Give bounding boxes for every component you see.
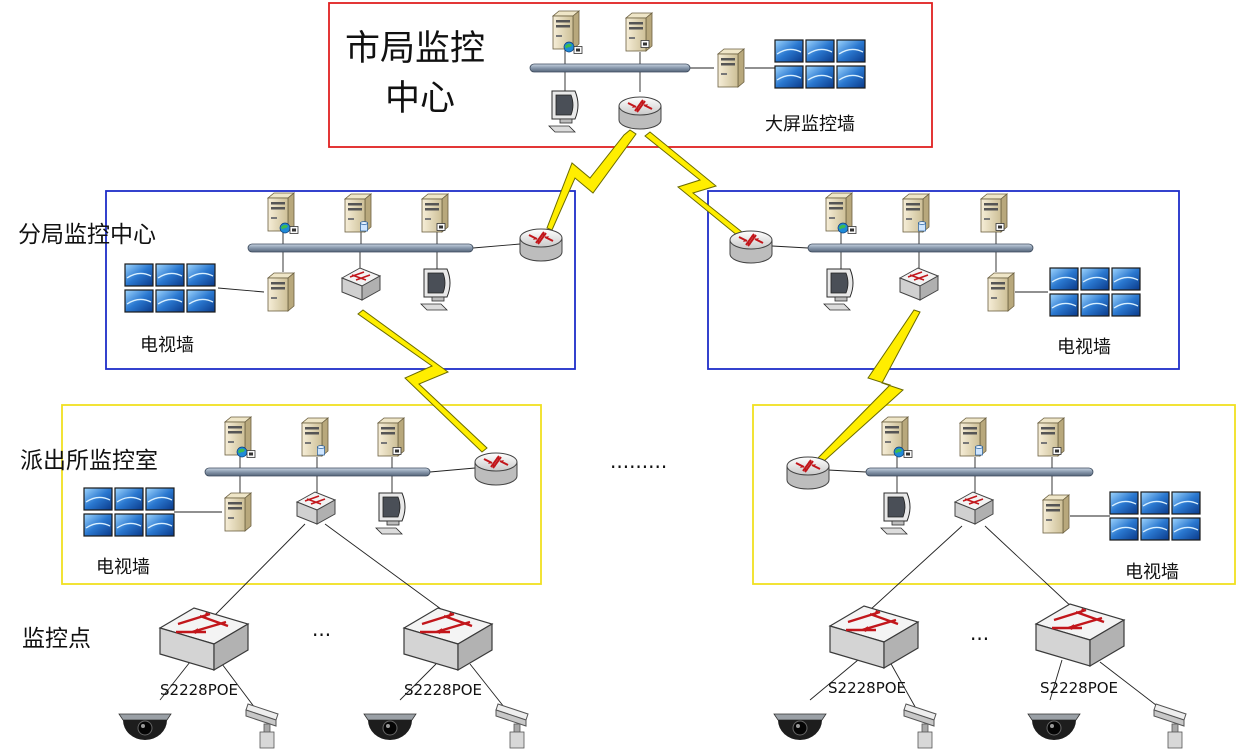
station-left-network-bus	[204, 467, 431, 477]
poe-switch-ellipsis-right: ...	[970, 621, 989, 645]
poe-switch-2-label: S2228POE	[404, 681, 482, 699]
station-right-server-display	[1042, 494, 1070, 534]
branch-left-tv-wall-label: 电视墙	[140, 335, 194, 356]
station-left-monitor	[375, 492, 406, 535]
branch-center-title: 分局监控中心	[18, 222, 156, 248]
poe-switch-1-label: S2228POE	[160, 681, 238, 699]
branch-right-router	[729, 230, 773, 264]
poe-switch-4-label: S2228POE	[1040, 679, 1118, 697]
poe-switch-4	[1034, 602, 1126, 668]
station-right-tv-wall-label: 电视墙	[1125, 562, 1179, 583]
station-right-db-icon	[975, 445, 983, 456]
more-stations-ellipsis: .........	[610, 449, 667, 473]
station-right-film-icon	[903, 450, 913, 458]
city-router	[618, 96, 662, 130]
city-center-border	[328, 2, 933, 148]
station-left-tv-wall	[84, 488, 174, 536]
branch-right-switch	[899, 267, 939, 301]
station-left-globe-icon	[236, 446, 248, 458]
branch-right-tv-wall	[1050, 268, 1140, 316]
dome-camera-3	[773, 713, 827, 741]
station-left-film-icon-2	[392, 447, 402, 455]
station-left-switch	[296, 491, 336, 525]
poe-switch-3	[828, 604, 920, 670]
police-station-right-border	[752, 404, 1236, 585]
bullet-camera-2	[495, 703, 529, 749]
station-right-globe-icon	[893, 446, 905, 458]
bullet-camera-4	[1153, 703, 1187, 749]
wan-link-city-branch-left	[546, 129, 637, 231]
branch-right-network-bus	[807, 243, 1034, 253]
station-right-router	[786, 456, 830, 490]
branch-center-right-border	[707, 190, 1180, 370]
poe-switch-1	[158, 606, 250, 672]
branch-center-left-border	[105, 190, 576, 370]
city-monitor	[548, 90, 579, 133]
station-left-router	[474, 452, 518, 486]
branch-left-tv-wall	[125, 264, 215, 312]
police-station-left-border	[61, 404, 542, 585]
branch-right-tv-wall-label: 电视墙	[1057, 337, 1111, 358]
branch-right-film-icon	[847, 226, 857, 234]
city-center-title-line1: 市局监控	[345, 29, 485, 69]
branch-right-monitor	[823, 268, 854, 311]
big-screen-wall	[775, 40, 865, 88]
police-station-title: 派出所监控室	[20, 448, 158, 474]
dome-camera-2	[363, 713, 417, 741]
dome-camera-1	[118, 713, 172, 741]
branch-left-db-icon	[360, 221, 368, 232]
station-right-tv-wall	[1110, 492, 1200, 540]
station-right-film-icon-2	[1052, 447, 1062, 455]
connection-lines	[159, 50, 1166, 713]
station-right-monitor	[880, 492, 911, 535]
branch-left-router	[519, 228, 563, 262]
branch-left-globe-icon	[279, 222, 291, 234]
poe-switch-2	[402, 606, 494, 672]
branch-left-monitor	[420, 268, 451, 311]
branch-right-db-icon	[918, 221, 926, 232]
big-screen-wall-label: 大屏监控墙	[765, 114, 855, 135]
bullet-camera-1	[245, 703, 279, 749]
branch-left-network-bus	[247, 243, 474, 253]
bullet-camera-3	[903, 703, 937, 749]
city-globe-icon	[563, 41, 575, 53]
poe-switch-ellipsis-left: ...	[312, 617, 331, 641]
station-left-tv-wall-label: 电视墙	[96, 557, 150, 578]
branch-left-film-icon-2	[436, 223, 446, 231]
branch-right-globe-icon	[837, 222, 849, 234]
city-film-icon-2	[640, 40, 650, 48]
poe-switch-3-label: S2228POE	[828, 679, 906, 697]
station-right-switch	[954, 491, 994, 525]
station-right-network-bus	[865, 467, 1094, 477]
branch-left-server-display	[267, 272, 295, 312]
city-server-display	[717, 48, 745, 88]
station-left-db-icon	[317, 445, 325, 456]
city-center-title-line2: 中心	[385, 79, 455, 119]
branch-right-film-icon-2	[995, 223, 1005, 231]
monitoring-point-title: 监控点	[22, 626, 91, 652]
station-left-film-icon	[246, 450, 256, 458]
branch-left-switch	[341, 267, 381, 301]
dome-camera-4	[1027, 713, 1081, 741]
city-network-bus	[529, 63, 691, 73]
branch-right-server-display	[987, 272, 1015, 312]
branch-left-film-icon	[289, 226, 299, 234]
wan-link-branch-left-station-left	[357, 309, 488, 453]
city-film-icon	[573, 46, 583, 54]
station-left-server-display	[224, 492, 252, 532]
